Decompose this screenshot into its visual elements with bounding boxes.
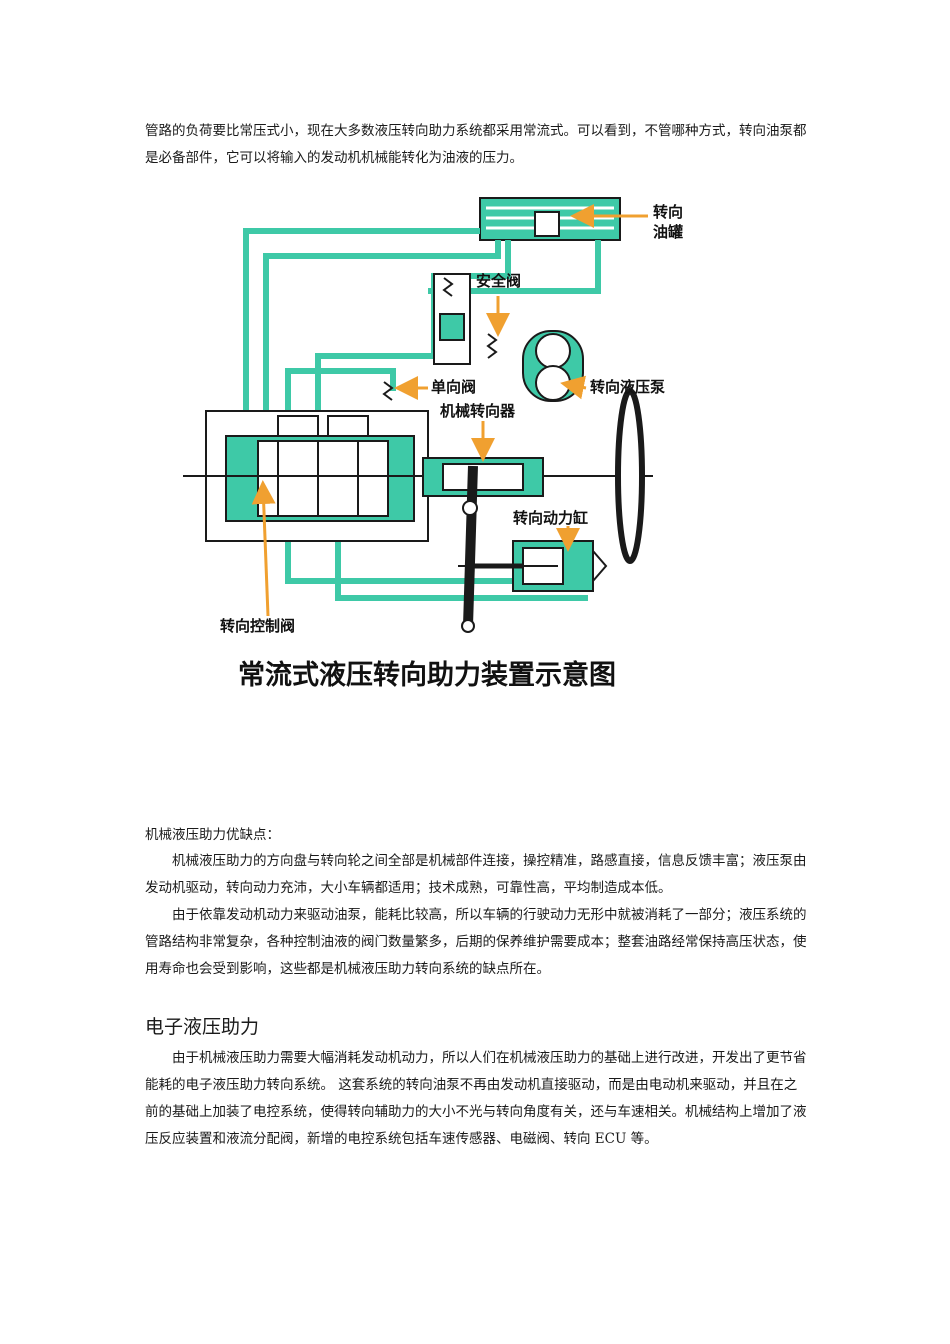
pros-paragraph: 机械液压助力的方向盘与转向轮之间全部是机械部件连接，操控精准，路感直接，信息反馈… [145, 853, 807, 896]
pressure-pipe [428, 240, 601, 294]
lower-pipe-2 [335, 536, 588, 601]
label-steering-gear: 机械转向器 [440, 402, 516, 420]
pitman-arm [463, 465, 478, 627]
section-title: 电子液压助力 [145, 1016, 260, 1038]
control-valve-arrow [251, 480, 276, 617]
pros-cons-heading: 机械液压助力优缺点： [145, 827, 280, 843]
return-pipe-2 [263, 240, 501, 416]
label-safety-valve: 安全阀 [476, 272, 521, 290]
figure-caption: 常流式液压转向助力装置示意图 [238, 659, 616, 691]
reservoir-filter [534, 211, 560, 237]
intro-paragraph: 管路的负荷要比常压式小，现在大多数液压转向助力系统都采用常流式。可以看到，不管哪… [145, 123, 807, 166]
ehps-paragraph: 由于机械液压助力需要大幅消耗发动机动力，所以人们在机械液压助力的基础上进行改进，… [145, 1050, 807, 1147]
label-control-valve: 转向控制阀 [220, 617, 295, 635]
check-valve-symbol [382, 381, 394, 401]
return-pipe [243, 228, 480, 416]
cons-paragraph: 由于依靠发动机动力来驱动油泵，能耗比较高，所以车辆的行驶动力无形中就被消耗了一部… [145, 907, 807, 977]
steering-wheel [615, 388, 645, 564]
label-pump: 转向液压泵 [590, 378, 665, 396]
safety-check-valve [486, 333, 498, 359]
label-power-cylinder: 转向动力缸 [513, 509, 588, 527]
label-reservoir: 转向油罐 [653, 203, 683, 241]
check-valve-pipe [285, 368, 396, 416]
pump-arrow [560, 375, 587, 400]
hydraulic-steering-diagram: 转向油罐 安全阀 单向阀 转向液压泵 机械转向器 转向动力缸 转向控制阀 常流式… [183, 197, 683, 691]
pump-feed-pipe [315, 240, 511, 416]
label-check-valve: 单向阀 [431, 378, 476, 396]
valve-spool [257, 440, 389, 517]
